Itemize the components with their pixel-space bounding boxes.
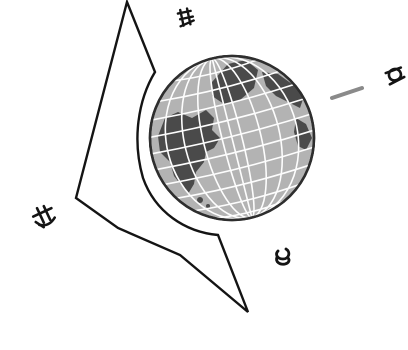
east-glyph — [385, 67, 404, 85]
north-glyph — [177, 8, 194, 27]
west-glyph — [31, 203, 58, 230]
south-glyph — [277, 249, 289, 264]
globe-sphere — [133, 39, 332, 238]
island-landmass — [206, 204, 210, 208]
east-pointer-dash — [332, 88, 362, 98]
